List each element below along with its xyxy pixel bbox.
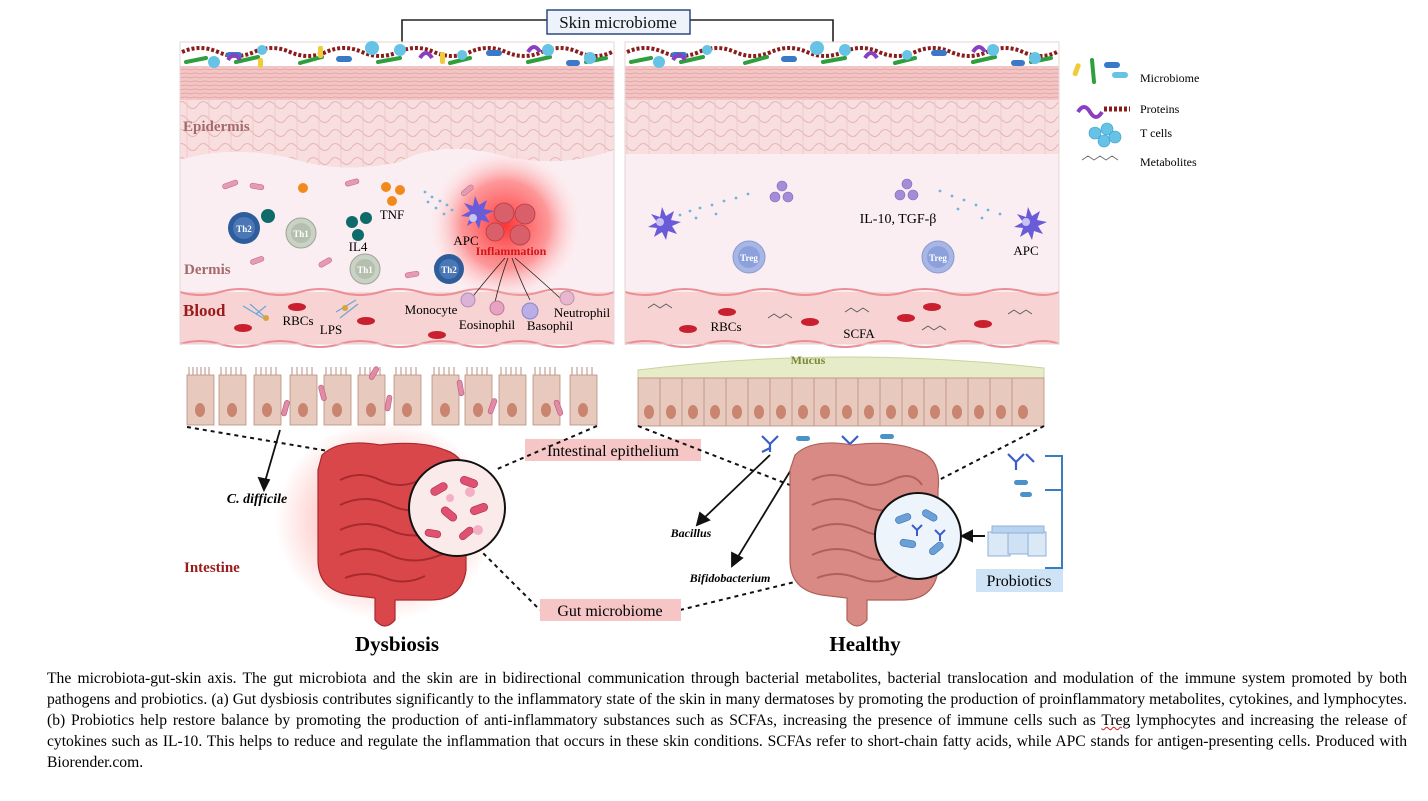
rbc-right — [679, 303, 992, 333]
svg-text:Treg: Treg — [740, 253, 758, 263]
t-cells-legend-icon — [1088, 122, 1122, 148]
svg-text:Microbiome: Microbiome — [1140, 71, 1199, 85]
svg-text:Treg: Treg — [929, 253, 947, 263]
inflammatory-cells — [485, 202, 536, 246]
skin-microbiome-bracket — [401, 19, 834, 46]
label-blood: Blood — [183, 301, 226, 320]
svg-text:Metabolites: Metabolites — [1140, 155, 1197, 169]
probiotics-bracket — [1045, 455, 1063, 569]
arrow-c-difficile — [257, 429, 281, 493]
arrow-probiotics — [959, 529, 985, 543]
apc-cell-left — [461, 196, 494, 229]
th2-cell-1: Th2 — [228, 212, 260, 244]
microbiome-legend-icon — [1072, 58, 1128, 84]
label-lps: LPS — [320, 322, 342, 337]
label-epidermis: Epidermis — [183, 119, 250, 135]
label-rbcs-right: RBCs — [710, 319, 741, 334]
zoom-circle-left — [408, 459, 506, 557]
scfa-molecules — [647, 303, 1033, 331]
label-bacillus: Bacillus — [670, 526, 712, 540]
arrow-bacillus — [695, 454, 771, 527]
th1-cell-2: Th1 — [349, 253, 381, 285]
intestinal-epithelium-label: Intestinal epithelium — [525, 439, 701, 461]
caption-part-2: lymphocytes and increasing the release o… — [47, 712, 1407, 771]
label-il4: IL4 — [349, 239, 368, 254]
gut-microbiome-label: Gut microbiome — [540, 599, 681, 621]
cytokine-purple-dots — [769, 178, 919, 203]
right-epithelium: Mucus — [637, 353, 1045, 427]
title-healthy: Healthy — [829, 632, 901, 656]
left-epithelium — [186, 366, 598, 426]
right-skin-panel — [624, 41, 1060, 348]
label-rbcs-left: RBCs — [282, 313, 313, 328]
left-microbiome-strip — [181, 41, 613, 68]
probiotics-containers — [987, 525, 1047, 557]
rbc-left — [234, 303, 446, 339]
skin-microbiome-title: Skin microbiome — [546, 9, 691, 35]
apc-cell-right-left — [648, 207, 681, 240]
treg-cell-2: Treg — [921, 240, 955, 274]
label-neutrophil: Neutrophil — [554, 305, 611, 320]
right-microbiome-strip — [626, 41, 1058, 68]
svg-text:Intestinal epithelium: Intestinal epithelium — [547, 443, 680, 460]
th1-cell-1: Th1 — [285, 217, 317, 249]
lps-left — [242, 299, 359, 321]
figure-caption: The microbiota-gut-skin axis. The gut mi… — [47, 668, 1407, 773]
treg-cell-1: Treg — [732, 240, 766, 274]
intestine-right — [789, 442, 940, 627]
svg-text:Th1: Th1 — [293, 229, 309, 239]
svg-text:Skin microbiome: Skin microbiome — [559, 13, 677, 32]
arrow-bifidobacterium — [731, 454, 801, 568]
caption-treg-word: Treg — [1101, 712, 1131, 729]
inflammation-glow — [425, 145, 585, 305]
il4-dots — [261, 209, 372, 241]
label-eosinophil: Eosinophil — [459, 317, 516, 332]
metabolites-legend-icon — [1081, 155, 1119, 161]
label-c-difficile: C. difficile — [227, 492, 287, 507]
label-bifidobacterium: Bifidobacterium — [689, 571, 771, 585]
immune-cells-blood — [460, 290, 575, 320]
svg-text:Th2: Th2 — [236, 224, 252, 234]
svg-text:T cells: T cells — [1140, 126, 1172, 140]
zoom-circle-right — [874, 492, 962, 580]
label-monocyte: Monocyte — [405, 302, 458, 317]
label-intestine: Intestine — [184, 560, 240, 576]
caption-part-1: The microbiota-gut-skin axis. The gut mi… — [47, 670, 1407, 729]
label-il10-tgfb: IL-10, TGF-β — [860, 212, 937, 227]
tnf-dots — [298, 182, 405, 206]
title-dysbiosis: Dysbiosis — [355, 632, 439, 656]
label-basophil: Basophil — [527, 318, 574, 333]
dermis-bacteria — [222, 178, 474, 279]
label-apc-right: APC — [1013, 243, 1038, 258]
svg-text:Th2: Th2 — [441, 265, 457, 275]
label-dermis: Dermis — [184, 262, 231, 278]
th2-cell-2: Th2 — [434, 254, 464, 284]
label-apc-left: APC — [453, 233, 478, 248]
legend: Microbiome Proteins T cells Metabolites — [1072, 58, 1199, 169]
label-tnf: TNF — [380, 207, 405, 222]
svg-text:Gut microbiome: Gut microbiome — [557, 603, 662, 620]
signal-dots-right — [678, 189, 1002, 220]
apc-cell-right — [1014, 207, 1047, 240]
proteins-legend-icon — [1076, 105, 1130, 119]
svg-text:Proteins: Proteins — [1140, 102, 1180, 116]
signal-dots-left — [423, 190, 454, 216]
label-inflammation: Inflammation — [476, 244, 547, 258]
probiotics-label: Probiotics — [976, 569, 1063, 592]
svg-text:Probiotics: Probiotics — [987, 573, 1052, 590]
svg-text:Th1: Th1 — [357, 265, 373, 275]
label-mucus: Mucus — [791, 353, 826, 367]
label-scfa: SCFA — [843, 326, 875, 341]
